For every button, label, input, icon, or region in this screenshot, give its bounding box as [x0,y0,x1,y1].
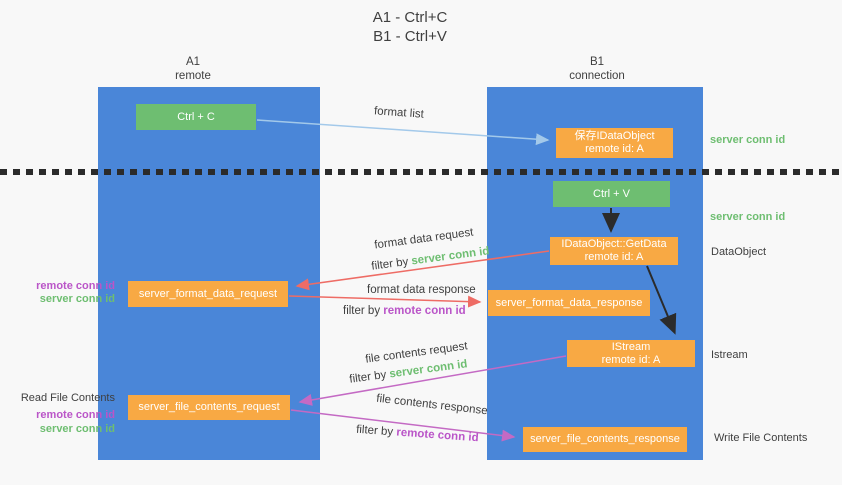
node-istream-line2: remote id: A [601,353,661,366]
label-format-data-request: format data request [373,226,475,252]
node-format-request-label: server_format_data_request [138,287,278,300]
label-filter-by-remote-conn-id-1: filter by remote conn id [343,305,466,317]
node-save-idataobject-line1: 保存IDataObject [574,130,655,142]
remote-conn-id-text: remote conn id [383,305,466,317]
label-server-conn-id-right-mid: server conn id [710,211,786,223]
lane-b1-subtitle: connection [569,70,625,82]
title-line-1: A1 - Ctrl+C [372,9,448,26]
node-ctrl-c-label: Ctrl + C [177,110,215,123]
node-istream: IStream remote id: A [567,340,695,367]
filter-by-prefix: filter by [343,305,384,317]
node-getdata-line1: IDataObject::GetData [561,238,667,250]
label-server-conn-id-right-top: server conn id [710,134,786,146]
server-conn-id-text: server conn id [410,245,491,268]
label-istream: Istream [711,349,748,361]
node-save-idataobject: 保存IDataObject remote id: A [556,128,673,158]
node-file-response-label: server_file_contents_response [530,433,680,445]
filter-by-prefix: filter by [348,368,391,386]
label-dataobject: DataObject [711,246,767,258]
remote-conn-id-text: remote conn id [395,426,479,445]
node-ctrl-c: Ctrl + C [136,104,256,130]
node-idataobject-getdata: IDataObject::GetData remote id: A [550,237,678,265]
title-line-2: B1 - Ctrl+V [373,28,447,45]
lane-a1-subtitle: remote [175,70,211,82]
lane-header-a1: A1 remote [98,55,288,83]
node-ctrl-v: Ctrl + V [553,181,670,207]
node-server-file-contents-request: server_file_contents_request [128,395,290,420]
lane-b1-title: B1 [589,56,605,68]
diagram-title: A1 - Ctrl+C B1 - Ctrl+V [0,8,820,46]
label-server-conn-id-left-bottom: server conn id [39,423,115,435]
node-ctrl-v-label: Ctrl + V [593,187,630,200]
node-save-idataobject-line2: remote id: A [585,143,644,155]
label-format-list: format list [373,105,425,121]
node-server-format-data-request: server_format_data_request [128,281,288,307]
node-istream-line1: IStream [611,340,651,353]
label-write-file-contents: Write File Contents [714,432,808,444]
node-format-response-label: server_format_data_response [495,296,643,309]
node-server-file-contents-response: server_file_contents_response [523,427,687,452]
lane-a1-title: A1 [185,56,201,68]
node-getdata-line2: remote id: A [584,251,644,263]
label-format-data-response: format data response [367,284,476,296]
label-file-contents-response: file contents response [375,392,489,418]
label-remote-conn-id-left-bottom: remote conn id [36,409,115,421]
label-remote-conn-id-left-top: remote conn id [36,280,115,292]
node-server-format-data-response: server_format_data_response [488,290,650,316]
label-read-file-contents: Read File Contents [20,392,115,404]
filter-by-prefix: filter by [355,423,397,439]
label-server-conn-id-left-top: server conn id [39,293,115,305]
filter-by-prefix: filter by [370,255,413,273]
server-conn-id-text: server conn id [388,358,469,381]
node-file-request-label: server_file_contents_request [138,401,280,413]
label-filter-by-remote-conn-id-2: filter by remote conn id [356,424,479,445]
lane-header-b1: B1 connection [487,55,707,83]
